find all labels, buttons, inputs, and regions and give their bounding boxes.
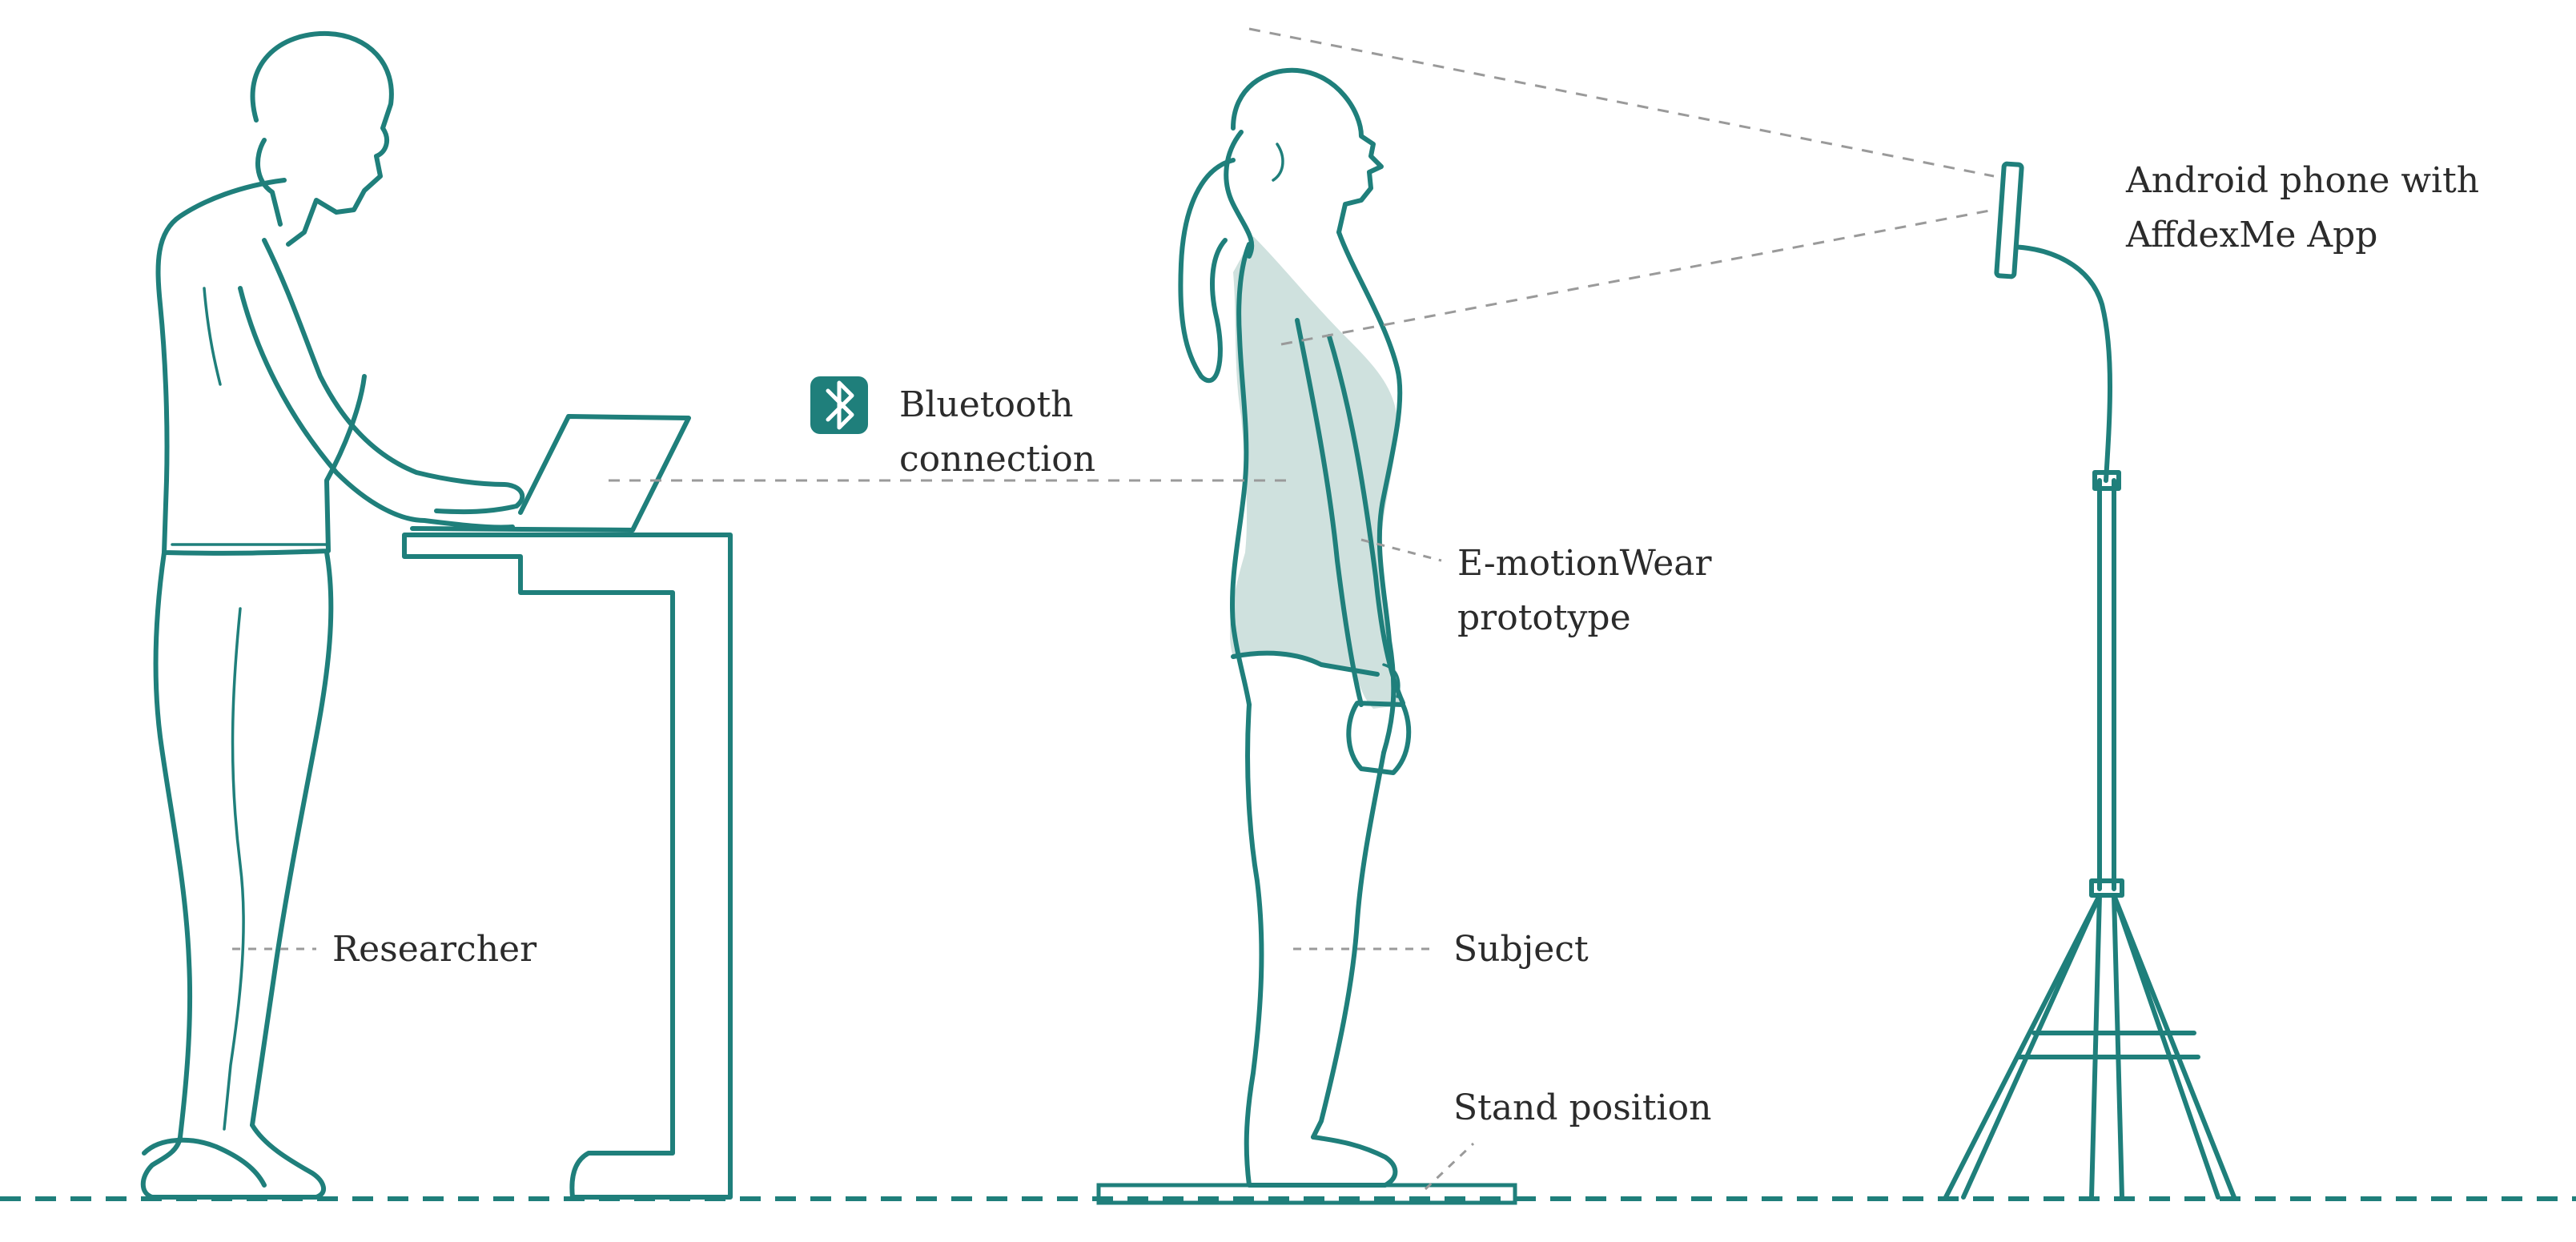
emotionwear-label-line1: E-motionWear — [1457, 543, 1713, 584]
subject-figure — [1178, 67, 1412, 1188]
stand-platform — [1096, 1183, 1517, 1205]
emotionwear-label-line2: prototype — [1457, 597, 1631, 638]
phone-tripod — [1943, 161, 2236, 1200]
subject-label: Subject — [1453, 929, 1589, 970]
laptop — [410, 414, 691, 537]
researcher-figure — [140, 30, 525, 1200]
researcher-label: Researcher — [332, 929, 537, 970]
camera-view-line-top — [1248, 27, 1995, 178]
desk — [402, 533, 733, 1200]
phone-label-line2: AffdexMe App — [2125, 215, 2377, 255]
bluetooth-label-line1: Bluetooth — [899, 384, 1073, 425]
stand-leader — [1424, 1142, 1475, 1191]
phone-device — [1994, 161, 2024, 279]
emotionwear-leader — [1360, 538, 1442, 562]
camera-view-line-bottom — [1280, 208, 1995, 346]
phone-label-line1: Android phone with — [2125, 160, 2479, 201]
stand-position-label: Stand position — [1453, 1087, 1711, 1128]
bluetooth-icon — [810, 376, 868, 434]
bluetooth-label-line2: connection — [899, 439, 1095, 480]
